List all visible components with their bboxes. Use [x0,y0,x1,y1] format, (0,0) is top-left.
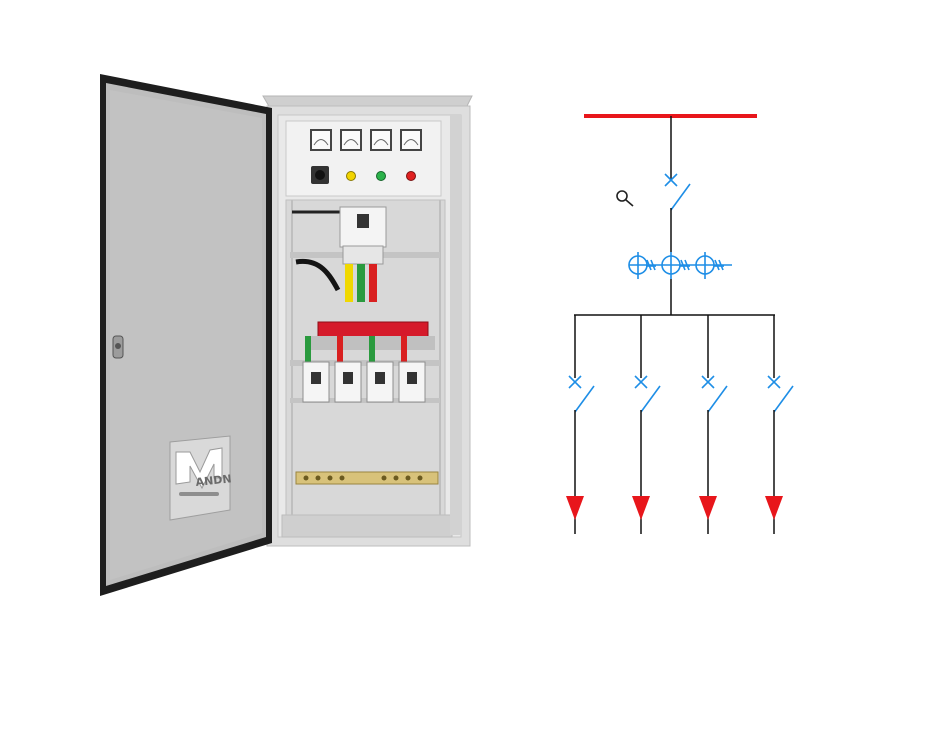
indicator-light-red [406,171,416,181]
panel-meter [400,129,422,151]
branch-breaker [302,361,330,403]
indicator-light-green [376,171,386,181]
feeder-switch-symbol [634,375,661,413]
feeder-switch-symbol [568,375,595,413]
panel-meter [370,129,392,151]
cabinet-door: ANDN [100,74,272,596]
outgoing-feeder [632,315,661,534]
main-switch-symbol [664,173,691,211]
selector-switch [311,166,329,184]
indicator-light-yellow [346,171,356,181]
branch-breaker [334,361,362,403]
outgoing-arrow [765,496,783,520]
instrument-panel [285,120,442,197]
outgoing-feeder [699,315,728,534]
terminal-bar [295,471,439,485]
outgoing-arrow [566,496,584,520]
current-transformers [628,252,732,279]
outgoing-arrow [699,496,717,520]
door-lock [112,335,124,359]
feeder-switch-symbol [701,375,728,413]
panel-meter [310,129,332,151]
feeder-switch-symbol [767,375,794,413]
outgoing-feeder [566,315,595,534]
incoming-feeder [628,116,732,315]
main-breaker [339,206,387,265]
outgoing-arrow [632,496,650,520]
logo-plate: ANDN [169,435,232,521]
outgoing-feeder [765,315,794,534]
interior-components [290,206,440,485]
logo-text: ANDN [195,472,232,489]
panel-meter [340,129,362,151]
branch-breaker [366,361,394,403]
magnifier-icon[interactable] [616,190,634,207]
branch-breaker [398,361,426,403]
